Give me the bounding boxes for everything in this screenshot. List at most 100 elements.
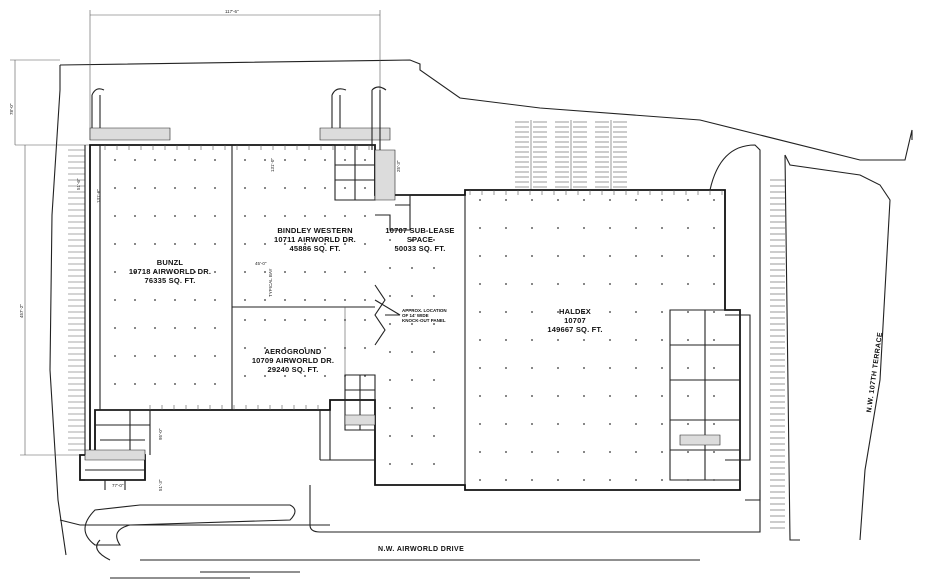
column-dot <box>411 267 413 269</box>
column-dot <box>174 159 176 161</box>
column-dot <box>194 383 196 385</box>
column-dot <box>609 199 611 201</box>
knockout-note-line2: OF 14' WIDE <box>402 313 429 318</box>
column-dot <box>661 367 663 369</box>
tenant-sublease-name: 10707 SUB-LEASE <box>385 226 455 235</box>
column-dot <box>531 423 533 425</box>
column-dot <box>214 159 216 161</box>
column-dot <box>635 479 637 481</box>
east-drive-right <box>784 154 891 541</box>
column-dot <box>194 187 196 189</box>
column-dot <box>264 347 266 349</box>
tenant-bunzl-name: BUNZL <box>156 258 184 267</box>
column-dot <box>244 299 246 301</box>
column-dot <box>531 227 533 229</box>
column-dot <box>505 451 507 453</box>
column-dot <box>505 199 507 201</box>
column-dot <box>557 339 559 341</box>
column-dot <box>557 367 559 369</box>
column-dot <box>583 423 585 425</box>
column-dot <box>174 299 176 301</box>
column-dot <box>174 243 176 245</box>
column-dot <box>609 479 611 481</box>
column-dot <box>557 395 559 397</box>
column-dot <box>264 159 266 161</box>
column-dot <box>557 255 559 257</box>
column-dot <box>713 227 715 229</box>
column-dot <box>505 311 507 313</box>
column-dot <box>557 451 559 453</box>
column-dot <box>364 215 366 217</box>
column-dot <box>609 283 611 285</box>
column-dot <box>304 159 306 161</box>
tenant-bindley-name: BINDLEY WESTERN <box>277 226 353 235</box>
column-dot <box>304 347 306 349</box>
column-dot <box>364 271 366 273</box>
column-dot <box>264 319 266 321</box>
column-dot <box>635 339 637 341</box>
column-dot <box>174 187 176 189</box>
column-dot <box>557 423 559 425</box>
column-dot <box>583 451 585 453</box>
column-dot <box>713 451 715 453</box>
column-dot <box>134 299 136 301</box>
tenant-aeroground-area: 29240 SQ. FT. <box>267 365 319 374</box>
tenant-aeroground-label: AEROGROUND 10709 AIRWORLD DR. 29240 SQ. … <box>248 347 338 374</box>
road-island-1 <box>84 504 296 546</box>
column-dot <box>134 187 136 189</box>
column-dot <box>713 395 715 397</box>
column-dot <box>284 215 286 217</box>
column-dot <box>411 379 413 381</box>
road-island-2 <box>96 539 111 561</box>
column-dot <box>433 351 435 353</box>
dim-bunzl-b: 131'-6" <box>96 189 101 203</box>
dim-bottom-v: 95'-0" <box>158 428 163 440</box>
column-dot <box>389 407 391 409</box>
tenant-haldex-name: HALDEX <box>558 307 592 316</box>
column-dot <box>505 479 507 481</box>
column-dot <box>609 451 611 453</box>
column-dot <box>344 375 346 377</box>
column-dot <box>433 379 435 381</box>
column-dot <box>661 339 663 341</box>
column-dot <box>661 199 663 201</box>
column-dot <box>324 243 326 245</box>
column-dot <box>134 243 136 245</box>
column-dot <box>635 283 637 285</box>
column-dot <box>433 295 435 297</box>
parking-east <box>770 179 785 529</box>
column-dot <box>531 199 533 201</box>
column-dot <box>557 311 559 313</box>
column-dot <box>264 375 266 377</box>
column-dot <box>264 187 266 189</box>
column-dot <box>194 159 196 161</box>
column-dot <box>324 319 326 321</box>
column-dot <box>635 367 637 369</box>
knockout-note-line3: KNOCK-OUT PANEL <box>402 318 446 323</box>
column-dot <box>244 243 246 245</box>
column-dot <box>304 187 306 189</box>
column-dot <box>687 479 689 481</box>
column-dot <box>531 479 533 481</box>
column-dot <box>264 243 266 245</box>
road-centerline <box>110 559 700 579</box>
dim-aero-v: TYPICAL BAY <box>268 268 273 297</box>
sublease-office <box>375 194 411 231</box>
column-dot <box>411 323 413 325</box>
column-dot <box>364 319 366 321</box>
column-dot <box>214 327 216 329</box>
column-dot <box>194 355 196 357</box>
column-dot <box>244 347 246 349</box>
dim-bindley-v: 131'-0" <box>270 158 275 172</box>
column-dot <box>389 323 391 325</box>
column-dot <box>344 187 346 189</box>
dimension-line-left <box>10 59 100 456</box>
column-dot <box>531 283 533 285</box>
column-dot <box>214 243 216 245</box>
tenant-bunzl-address: 10718 AIRWORLD DR. <box>128 267 212 276</box>
column-dot <box>479 423 481 425</box>
column-dot <box>713 367 715 369</box>
column-dot <box>304 271 306 273</box>
column-dot <box>479 395 481 397</box>
column-dot <box>661 395 663 397</box>
